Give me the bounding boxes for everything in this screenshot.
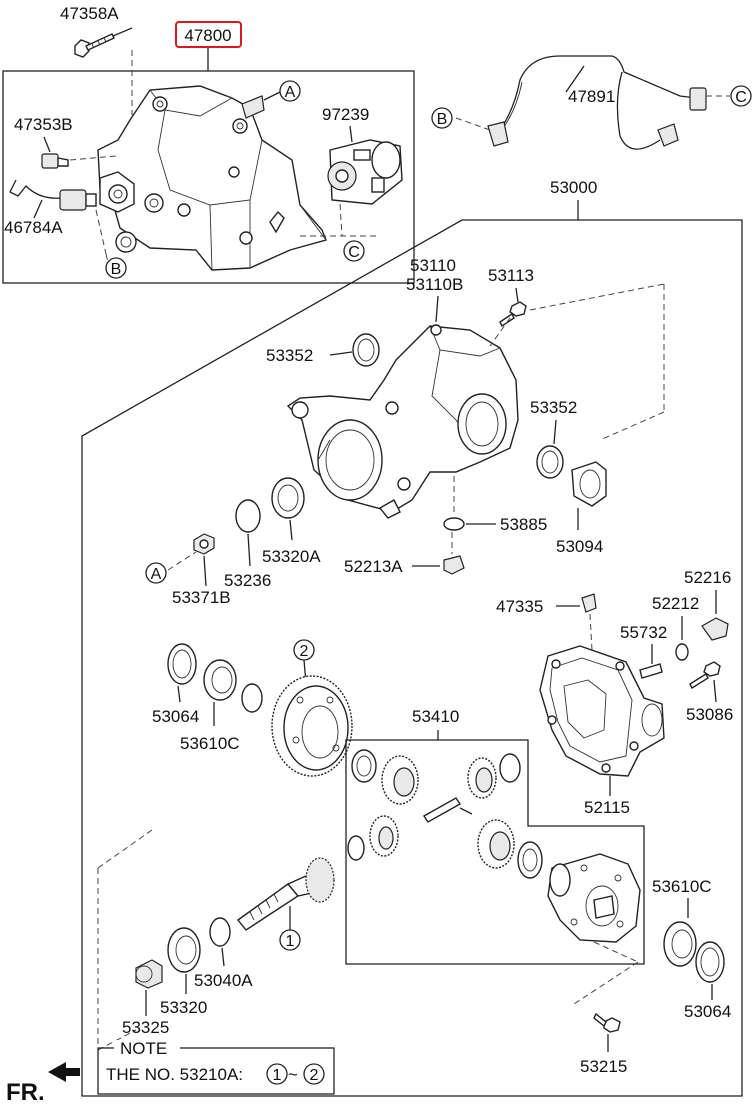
diff-case <box>547 853 641 943</box>
label-53352-left[interactable]: 53352 <box>266 346 313 365</box>
label-53325[interactable]: 53325 <box>122 1018 169 1037</box>
bolt-53086 <box>689 661 721 690</box>
callout-B-right <box>431 107 453 129</box>
actuator-97239 <box>327 139 403 205</box>
callout-A-top <box>279 80 301 102</box>
label-52216[interactable]: 52216 <box>684 568 731 587</box>
flange-53094 <box>571 461 607 507</box>
label-97239[interactable]: 97239 <box>322 105 369 124</box>
label-53215[interactable]: 53215 <box>580 1057 627 1076</box>
callout-2-ring-gear-label: 2 <box>300 643 309 660</box>
front-arrow-icon <box>48 1062 80 1082</box>
label-47891[interactable]: 47891 <box>568 87 615 106</box>
oil-seal-53352-right <box>536 445 564 479</box>
transfer-housing-47800 <box>97 85 327 271</box>
label-53040A[interactable]: 53040A <box>194 971 253 990</box>
label-52115[interactable]: 52115 <box>584 798 630 817</box>
label-53885[interactable]: 53885 <box>500 515 547 534</box>
o-ring-53885 <box>443 517 465 531</box>
callout-C-right-label: C <box>735 89 747 106</box>
sensor-47353B <box>41 153 69 169</box>
bolt-53215 <box>593 1012 621 1033</box>
callout-1-pinion-label: 1 <box>286 933 295 950</box>
callout-1-pinion <box>279 929 301 951</box>
label-53410[interactable]: 53410 <box>412 707 459 726</box>
lock-nut-53371B <box>193 533 215 555</box>
note-callout-2 <box>303 1063 325 1085</box>
ring-gear <box>271 675 353 777</box>
callout-B-left-label: B <box>111 261 122 278</box>
rear-cover-52115 <box>539 645 665 777</box>
front-label: FR. <box>6 1079 45 1106</box>
note-text-prefix: THE NO. 53210A: <box>106 1065 243 1084</box>
breather-47335 <box>581 593 597 613</box>
gasket-52212 <box>675 643 689 661</box>
label-46784A[interactable]: 46784A <box>4 218 63 237</box>
shim-53064-left <box>167 643 197 685</box>
bearing-53320A <box>271 477 305 519</box>
race-53610C-left <box>241 683 263 713</box>
highlight-box-47800 <box>175 21 242 48</box>
carrier-housing-53110 <box>286 324 519 519</box>
callout-C-bottom-label: C <box>348 244 360 261</box>
label-52212[interactable]: 52212 <box>652 594 699 613</box>
pin-55732 <box>639 663 663 679</box>
harness-46784A <box>9 179 97 211</box>
label-53110[interactable]: 53110 <box>410 256 456 275</box>
label-53371B[interactable]: 53371B <box>172 588 231 607</box>
drive-pinion <box>236 857 335 931</box>
bearing-53610C-left <box>203 659 237 701</box>
note-callout-1 <box>266 1063 288 1085</box>
note-text-tilde: ~ <box>288 1065 298 1084</box>
label-47335[interactable]: 47335 <box>496 597 543 616</box>
drain-plug-52213A <box>443 555 465 575</box>
bolt-53113 <box>499 301 527 328</box>
label-53352-right[interactable]: 53352 <box>530 398 577 417</box>
label-55732[interactable]: 55732 <box>620 623 667 642</box>
filler-plug-52216 <box>701 617 729 641</box>
wire-harness-47891 <box>487 55 707 150</box>
bearing-53610C-right <box>663 921 697 967</box>
label-53610C-right[interactable]: 53610C <box>652 877 712 896</box>
diff-gears <box>347 749 543 879</box>
label-47353B[interactable]: 47353B <box>14 115 73 134</box>
bolt-47358A <box>74 33 115 58</box>
callout-B-right-label: B <box>437 111 448 128</box>
shim-53064-right <box>695 941 725 983</box>
label-53113[interactable]: 53113 <box>488 266 534 285</box>
label-53064-right[interactable]: 53064 <box>684 1002 731 1021</box>
collapsible-spacer-53325 <box>135 959 163 989</box>
note-box <box>97 1047 335 1095</box>
oil-seal-53352-left <box>352 333 380 367</box>
callout-A-top-label: A <box>285 84 296 101</box>
label-53320A[interactable]: 53320A <box>262 547 321 566</box>
diff-subassembly-frame <box>345 739 645 965</box>
label-52213A[interactable]: 52213A <box>344 557 403 576</box>
label-47358A[interactable]: 47358A <box>60 4 119 23</box>
shim-53236 <box>235 499 261 533</box>
label-53064-left[interactable]: 53064 <box>152 707 199 726</box>
label-53086[interactable]: 53086 <box>686 705 733 724</box>
callout-C-right <box>730 85 752 107</box>
bearing-53320 <box>167 927 201 973</box>
note-callout-2-label: 2 <box>310 1067 319 1084</box>
label-53000[interactable]: 53000 <box>550 178 597 197</box>
assembly-53000-frame <box>81 219 743 1097</box>
spacer-53040A <box>209 917 231 947</box>
label-53236[interactable]: 53236 <box>224 571 271 590</box>
label-53110B[interactable]: 53110B <box>406 275 463 294</box>
callout-B-left <box>105 257 127 279</box>
note-title: NOTE <box>120 1039 167 1058</box>
label-53610C-left[interactable]: 53610C <box>180 734 240 753</box>
note-callout-1-label: 1 <box>273 1067 282 1084</box>
callout-C-bottom <box>343 240 365 262</box>
label-53094[interactable]: 53094 <box>556 537 603 556</box>
label-47800[interactable]: 47800 <box>184 26 231 45</box>
callout-A-bottom <box>145 562 167 584</box>
label-53320[interactable]: 53320 <box>160 998 207 1017</box>
callout-A-bottom-label: A <box>151 566 162 583</box>
